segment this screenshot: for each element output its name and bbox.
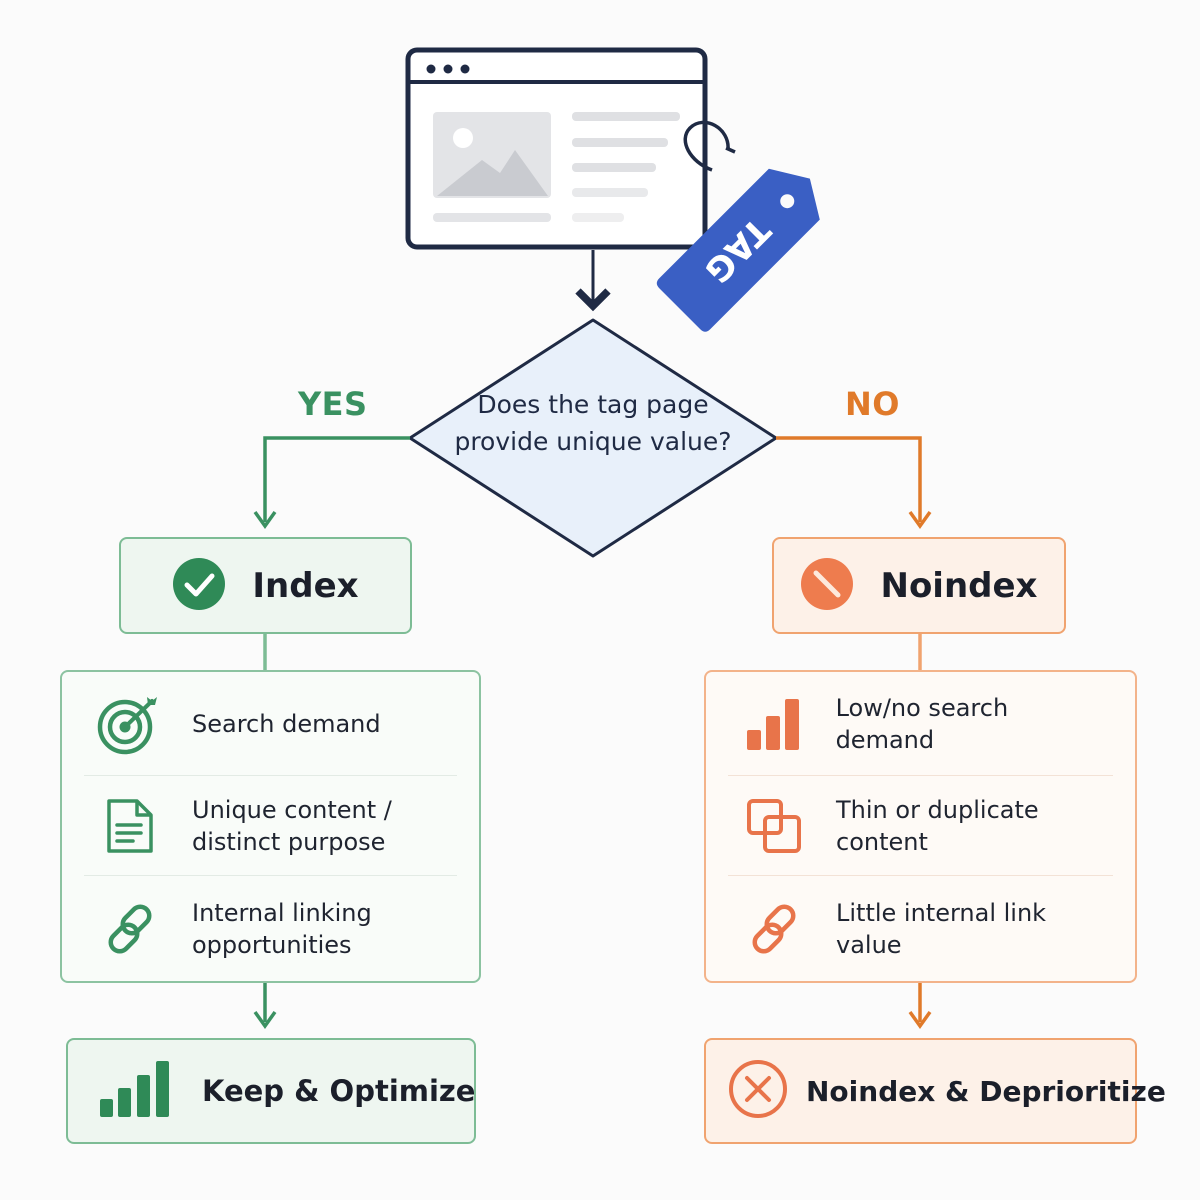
index-criteria: Search demand Unique content / distinct … [60,670,481,983]
list-item: Unique content / distinct purpose [84,776,457,876]
link-icon [752,904,796,953]
noindex-criteria: Low/no search demand Thin or duplicate c… [704,670,1137,983]
list-item: Low/no search demand [728,672,1113,776]
noindex-deprioritize-label: Noindex & Deprioritize [806,1074,1166,1108]
browser-window-icon [405,47,708,250]
check-circle-icon [172,557,226,615]
yes-label: YES [298,385,368,423]
criterion-text: Search demand [192,709,381,738]
no-label: NO [845,385,900,423]
noindex-head: Noindex [772,537,1066,634]
duplicate-icon [747,798,801,853]
criterion-text: Low/no search demand [835,693,1009,754]
list-item: Little internal link value [728,876,1113,981]
index-title: Index [252,565,359,606]
decision-question: Does the tag page provide unique value? [454,390,732,456]
criterion-text: Thin or duplicate content [836,795,1039,856]
list-item: Internal linking opportunities [84,876,457,981]
decision-diamond [408,318,778,558]
list-item: Search demand [84,672,457,776]
criterion-text: Little internal link value [836,898,1047,959]
document-icon [107,798,153,853]
keep-optimize-label: Keep & Optimize [202,1074,476,1108]
noindex-title: Noindex [880,565,1038,606]
index-head: Index [119,537,412,634]
target-icon [97,696,157,754]
criterion-text: Internal linking opportunities [192,898,372,959]
bar-chart-icon [98,1059,172,1123]
keep-optimize-box: Keep & Optimize [66,1038,476,1144]
x-circle-icon [728,1059,788,1123]
criterion-text: Unique content / distinct purpose [192,795,392,856]
prohibited-icon [800,557,854,615]
bar-chart-icon [746,698,799,750]
noindex-deprioritize-box: Noindex & Deprioritize [704,1038,1166,1144]
link-icon [108,904,152,953]
list-item: Thin or duplicate content [728,776,1113,876]
